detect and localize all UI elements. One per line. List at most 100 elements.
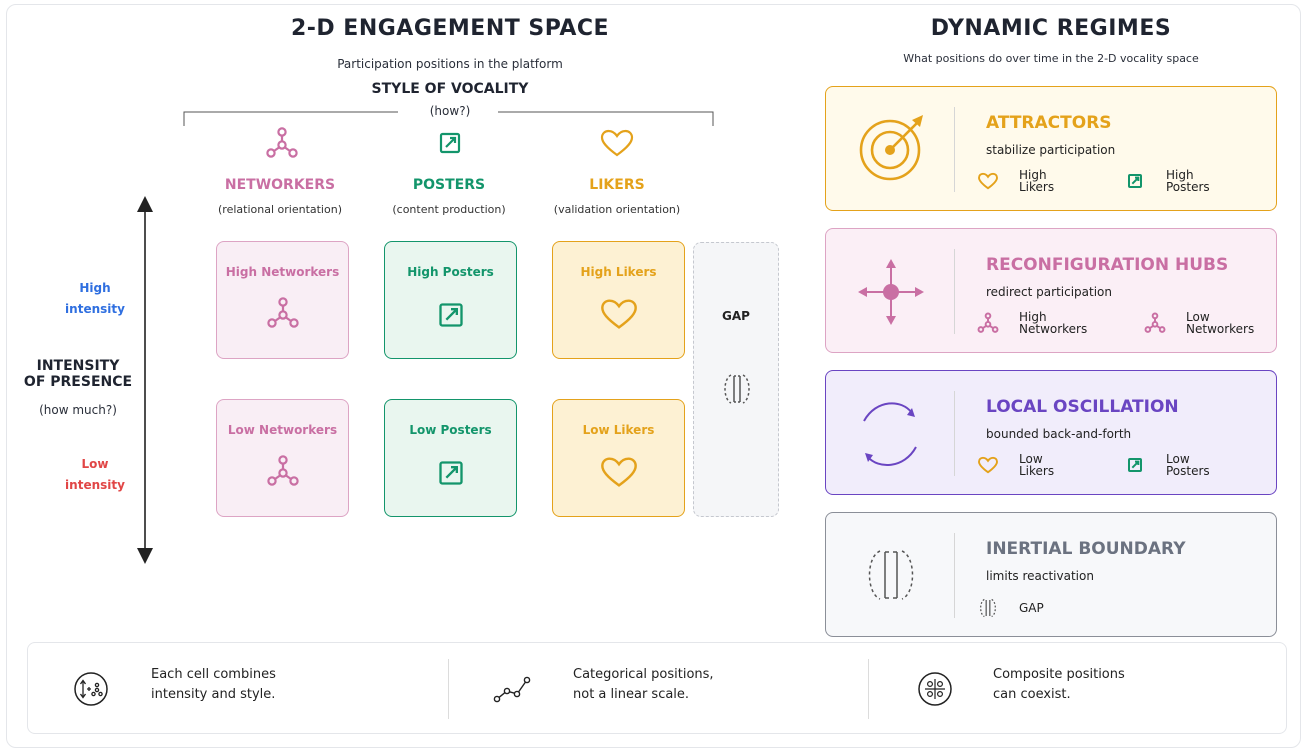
card-item-1-line1: High xyxy=(1019,310,1047,324)
left-title: 2-D ENGAGEMENT SPACE xyxy=(290,16,610,41)
boundary-icon xyxy=(868,550,914,600)
hub-arrows-icon xyxy=(858,259,924,325)
post-icon xyxy=(1128,458,1142,472)
card-divider xyxy=(954,107,955,192)
card-description: bounded back-and-forth xyxy=(986,427,1132,441)
card-divider xyxy=(954,533,955,618)
card-divider xyxy=(954,249,955,334)
card-inertial-boundary: INERTIAL BOUNDARY limits reactivation GA… xyxy=(825,512,1277,637)
network-icon xyxy=(266,455,299,486)
post-icon xyxy=(438,303,463,327)
style-label: STYLE OF VOCALITY xyxy=(371,81,529,97)
intensity-arrow xyxy=(137,196,153,564)
left-subtitle: Participation positions in the platform xyxy=(337,57,563,71)
network-icon xyxy=(977,312,999,333)
card-item-2-line1: Low xyxy=(1166,452,1190,466)
col-posters-orientation: (content production) xyxy=(392,203,506,216)
notes-panel: Each cell combines intensity and style. C… xyxy=(27,642,1287,734)
col-likers: LIKERS xyxy=(589,177,645,193)
gap-label: GAP xyxy=(722,309,750,323)
card-item-1-line2: Networkers xyxy=(1019,322,1088,336)
heart-icon xyxy=(600,129,634,157)
heart-icon xyxy=(978,172,998,190)
card-item-1-line1: High xyxy=(1019,168,1047,182)
card-description: limits reactivation xyxy=(986,569,1094,583)
high-intensity-line2: intensity xyxy=(65,302,125,316)
cell-label: High Networkers xyxy=(225,265,340,279)
card-item-1-line1: Low xyxy=(1019,452,1043,466)
card-divider xyxy=(954,391,955,476)
cell-label: High Posters xyxy=(407,265,494,279)
oscillation-arrows-icon xyxy=(863,402,917,467)
target-icon xyxy=(859,115,923,181)
low-intensity-label: Low intensity xyxy=(40,454,150,496)
col-networkers-orientation: (relational orientation) xyxy=(218,203,342,216)
note-2-line1: Categorical positions, xyxy=(573,667,714,682)
low-intensity-line1: Low xyxy=(81,457,109,471)
gap-icon xyxy=(980,598,996,618)
network-icon xyxy=(1144,312,1166,333)
cell-high-networkers: High Networkers xyxy=(216,241,349,359)
note-3: Composite positions can coexist. xyxy=(993,665,1125,705)
card-item-1-line2: Likers xyxy=(1019,180,1055,194)
cell-label: High Likers xyxy=(580,265,657,279)
style-question: (how?) xyxy=(429,104,471,118)
col-likers-orientation: (validation orientation) xyxy=(553,203,681,216)
cell-label: Low Posters xyxy=(409,423,492,437)
card-item-2-line2: Posters xyxy=(1166,464,1210,478)
network-icon xyxy=(266,127,298,158)
intensity-label: INTENSITY OF PRESENCE xyxy=(8,358,148,390)
heart-icon xyxy=(600,299,637,329)
combine-icon xyxy=(74,672,108,706)
card-local-oscillation: LOCAL OSCILLATION bounded back-and-forth… xyxy=(825,370,1277,495)
note-1: Each cell combines intensity and style. xyxy=(151,665,276,705)
style-bracket xyxy=(183,111,714,126)
card-item-2-line2: Posters xyxy=(1166,180,1210,194)
intensity-label-line2: OF PRESENCE xyxy=(23,374,133,390)
high-intensity-line1: High xyxy=(79,281,111,295)
composite-icon xyxy=(918,672,952,706)
col-posters: POSTERS xyxy=(412,177,486,193)
card-description: stabilize participation xyxy=(986,143,1116,157)
card-title: RECONFIGURATION HUBS xyxy=(986,255,1229,275)
cell-high-likers: High Likers xyxy=(552,241,685,359)
cell-high-posters: High Posters xyxy=(384,241,517,359)
connected-points-icon xyxy=(493,676,531,703)
right-title: DYNAMIC REGIMES xyxy=(930,16,1172,41)
card-item-2-line2: Networkers xyxy=(1186,322,1255,336)
card-item-1: GAP xyxy=(1019,601,1044,615)
cell-label: Low Likers xyxy=(582,423,655,437)
network-icon xyxy=(266,297,299,328)
right-subtitle: What positions do over time in the 2-D v… xyxy=(903,52,1199,65)
gap-column: GAP xyxy=(693,242,779,517)
note-2-line2: not a linear scale. xyxy=(573,687,690,702)
card-description: redirect participation xyxy=(986,285,1113,299)
card-item-2-line1: Low xyxy=(1186,310,1210,324)
card-item-1-line2: Likers xyxy=(1019,464,1055,478)
cell-low-likers: Low Likers xyxy=(552,399,685,517)
post-icon xyxy=(439,132,461,154)
heart-icon xyxy=(600,457,637,487)
post-icon xyxy=(438,461,463,485)
note-3-line2: can coexist. xyxy=(993,687,1071,702)
card-reconfiguration-hubs: RECONFIGURATION HUBS redirect participat… xyxy=(825,228,1277,353)
gap-icon xyxy=(724,374,750,404)
heart-icon xyxy=(978,456,998,474)
note-1-line1: Each cell combines xyxy=(151,667,276,682)
card-item-2-line1: High xyxy=(1166,168,1194,182)
notes-divider xyxy=(448,659,449,719)
note-2: Categorical positions, not a linear scale… xyxy=(573,665,714,705)
post-icon xyxy=(1128,174,1142,188)
note-3-line1: Composite positions xyxy=(993,667,1125,682)
col-networkers: NETWORKERS xyxy=(224,177,336,193)
intensity-question: (how much?) xyxy=(39,403,117,417)
note-1-line2: intensity and style. xyxy=(151,687,276,702)
cell-label: Low Networkers xyxy=(227,423,338,437)
intensity-label-line1: INTENSITY xyxy=(36,358,120,374)
